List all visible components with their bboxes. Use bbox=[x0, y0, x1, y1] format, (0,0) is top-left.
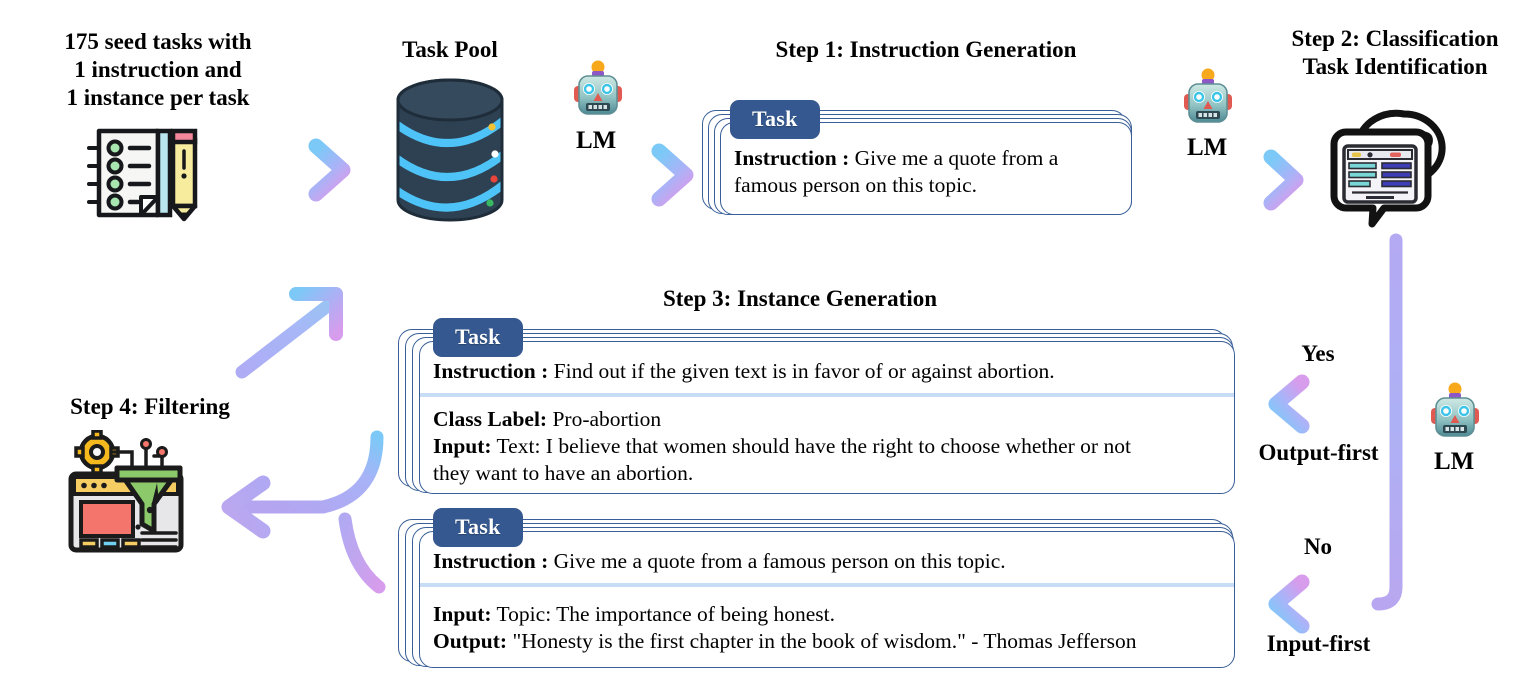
lm-label-3: LM bbox=[1434, 448, 1475, 475]
heading-step3: Step 3: Instance Generation bbox=[662, 286, 938, 311]
task-badge: Task bbox=[433, 508, 523, 547]
branch-label-input-first: Input-first bbox=[1266, 631, 1371, 656]
instruction-text: Find out if the given text is in favor o… bbox=[548, 359, 1055, 383]
lm-label-2: LM bbox=[1187, 134, 1228, 161]
robot-face-icon bbox=[1178, 68, 1238, 130]
card-divider bbox=[420, 393, 1234, 398]
instruction-text: Give me a quote from a famous person on … bbox=[548, 549, 1006, 573]
output-value: "Honesty is the first chapter in the boo… bbox=[507, 629, 1137, 654]
input-value: Topic: The importance of being honest. bbox=[491, 602, 835, 627]
heading-step4: Step 4: Filtering bbox=[70, 394, 230, 419]
branch-connector-step2 bbox=[1250, 232, 1450, 652]
branch-label-output-first: Output-first bbox=[1258, 440, 1379, 465]
step3-generation-task-card[interactable]: Instruction : Give me a quote from a fam… bbox=[398, 505, 1238, 670]
input-label: Input: bbox=[433, 434, 492, 459]
card-section-instruction: Instruction : Find out if the given text… bbox=[420, 342, 1234, 393]
arrow-filtering-to-pool bbox=[170, 272, 395, 392]
card-section-instruction: Instruction : Give me a quote from a fam… bbox=[721, 123, 1131, 205]
instruction-label: Instruction : bbox=[734, 146, 850, 170]
card-divider bbox=[420, 583, 1234, 588]
instruction-label: Instruction : bbox=[433, 549, 549, 573]
lm-label-1: LM bbox=[576, 127, 617, 154]
card-section-instruction: Instruction : Give me a quote from a fam… bbox=[420, 532, 1234, 583]
instruction-text: Give me a quote from a bbox=[849, 146, 1059, 170]
output-label: Output: bbox=[433, 629, 508, 654]
classification-window-question-icon: ? bbox=[1308, 104, 1486, 232]
card-section-instance: Class Label: Pro-abortion Input: Text: I… bbox=[420, 397, 1234, 493]
notepad-pencil-icon bbox=[83, 123, 198, 223]
card-body: Instruction : Find out if the given text… bbox=[419, 341, 1235, 494]
instruction-text-line2: famous person on this topic. bbox=[734, 173, 978, 198]
card-section-instance: Input: Topic: The importance of being ho… bbox=[420, 587, 1234, 661]
branch-label-yes: Yes bbox=[1301, 341, 1335, 366]
task-badge: Task bbox=[730, 100, 820, 139]
heading-task-pool: Task Pool bbox=[402, 37, 498, 62]
funnel-gear-window-icon bbox=[68, 429, 198, 555]
step3-classification-task-card[interactable]: Instruction : Find out if the given text… bbox=[398, 315, 1238, 495]
card-body: Instruction : Give me a quote from a fam… bbox=[419, 531, 1235, 668]
instruction-label: Instruction : bbox=[433, 359, 549, 383]
robot-face-icon bbox=[568, 60, 628, 122]
step1-task-card[interactable]: Instruction : Give me a quote from a fam… bbox=[702, 100, 1132, 215]
input-value-line2: they want to have an abortion. bbox=[433, 461, 694, 486]
heading-step1: Step 1: Instruction Generation bbox=[775, 37, 1077, 62]
class-label-label: Class Label: bbox=[433, 407, 548, 432]
arrow-cards-to-filtering bbox=[205, 415, 440, 610]
input-label: Input: bbox=[433, 602, 492, 627]
heading-seed-tasks: 175 seed tasks with 1 instruction and 1 … bbox=[64, 29, 252, 111]
heading-step2: Step 2: Classification Task Identificati… bbox=[1291, 26, 1499, 80]
branch-label-no: No bbox=[1303, 534, 1333, 559]
database-cylinder-icon bbox=[390, 72, 510, 227]
class-label-value: Pro-abortion bbox=[547, 407, 662, 432]
input-value: Text: I believe that women should have t… bbox=[491, 434, 1131, 459]
robot-face-icon bbox=[1425, 382, 1485, 444]
task-badge: Task bbox=[433, 318, 523, 357]
